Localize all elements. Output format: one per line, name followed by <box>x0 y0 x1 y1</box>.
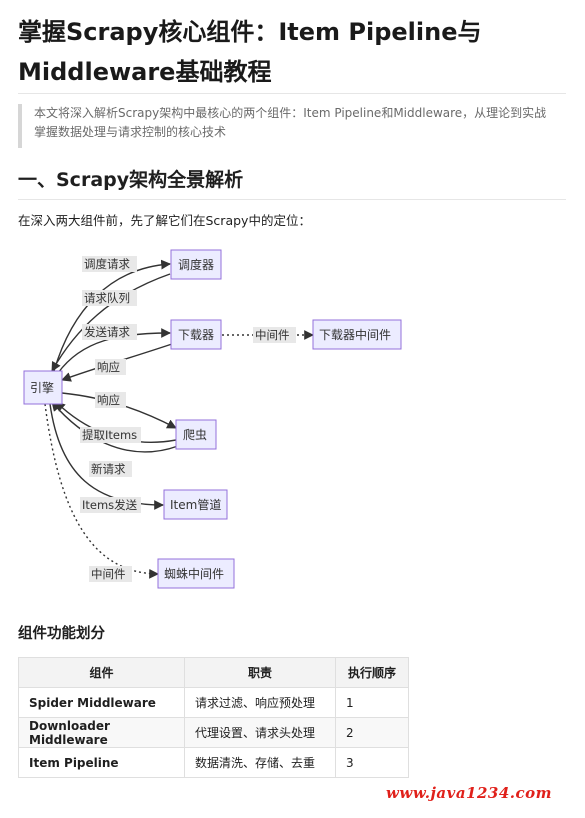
section-heading: 一、Scrapy架构全景解析 <box>18 169 244 191</box>
label-new-request: 新请求 <box>89 461 132 477</box>
svg-text:下载器中间件: 下载器中间件 <box>319 327 391 342</box>
label-schedule-request: 调度请求 <box>82 256 137 272</box>
components-heading: 组件功能划分 <box>18 626 105 642</box>
components-table: 组件 职责 执行顺序 Spider Middleware 请求过滤、响应预处理 … <box>18 657 409 778</box>
svg-text:爬虫: 爬虫 <box>183 428 207 442</box>
svg-text:蜘蛛中间件: 蜘蛛中间件 <box>164 566 224 581</box>
label-middleware-spider: 中间件 <box>89 566 132 582</box>
edge-send-request <box>57 328 171 374</box>
table-header-row: 组件 职责 执行顺序 <box>18 657 409 688</box>
cell-duty: 请求过滤、响应预处理 <box>184 687 336 718</box>
table-row: Downloader Middleware 代理设置、请求头处理 2 <box>18 717 409 748</box>
label-response-to-spider: 响应 <box>95 392 126 408</box>
label-response-back: 响应 <box>95 359 126 375</box>
label-send-items: Items发送 <box>80 497 141 513</box>
cell-order: 2 <box>335 717 409 748</box>
article-summary: 本文将深入解析Scrapy架构中最核心的两个组件：Item Pipeline和M… <box>18 104 554 148</box>
table-row: Item Pipeline 数据清洗、存储、去重 3 <box>18 747 409 778</box>
svg-text:调度器: 调度器 <box>178 257 214 272</box>
cell-duty: 代理设置、请求头处理 <box>184 717 336 748</box>
node-spider-middleware: 蜘蛛中间件 <box>157 558 235 589</box>
edge-new-request <box>51 401 179 453</box>
table-row: Spider Middleware 请求过滤、响应预处理 1 <box>18 687 409 718</box>
node-downloader-middleware: 下载器中间件 <box>312 319 402 350</box>
node-downloader: 下载器 <box>170 319 222 350</box>
label-send-request: 发送请求 <box>82 324 137 340</box>
cell-component: Downloader Middleware <box>18 717 185 748</box>
column-header-component: 组件 <box>18 657 185 688</box>
column-header-duty: 职责 <box>184 657 336 688</box>
svg-text:中间件: 中间件 <box>91 567 126 581</box>
edge-middleware-spider <box>44 403 159 579</box>
svg-text:下载器: 下载器 <box>178 328 214 342</box>
title-divider <box>18 93 566 94</box>
svg-text:提取Items: 提取Items <box>82 428 137 442</box>
column-header-order: 执行顺序 <box>335 657 409 688</box>
label-request-queue: 请求队列 <box>82 290 137 306</box>
svg-text:引擎: 引擎 <box>30 380 54 395</box>
edge-send-items <box>49 403 164 510</box>
svg-text:Item管道: Item管道 <box>170 497 221 512</box>
node-engine: 引擎 <box>23 370 63 405</box>
node-scheduler: 调度器 <box>170 249 222 280</box>
cell-order: 1 <box>335 687 409 718</box>
svg-text:发送请求: 发送请求 <box>84 325 130 339</box>
svg-text:新请求: 新请求 <box>91 462 126 476</box>
cell-component: Item Pipeline <box>18 747 185 778</box>
svg-text:请求队列: 请求队列 <box>84 291 130 305</box>
svg-text:Items发送: Items发送 <box>82 498 138 512</box>
architecture-diagram: 调度请求 请求队列 发送请求 中间件 响应 响应 提取Items 新请求 Ite… <box>23 249 402 589</box>
section-divider <box>18 199 566 200</box>
node-item-pipeline: Item管道 <box>163 489 228 520</box>
article-title: 掌握Scrapy核心组件：Item Pipeline与Middleware基础教… <box>18 18 482 86</box>
svg-text:中间件: 中间件 <box>255 328 290 342</box>
node-spider: 爬虫 <box>175 419 217 450</box>
svg-text:响应: 响应 <box>97 393 120 407</box>
edge-request-queue <box>51 273 171 372</box>
section-intro: 在深入两大组件前，先了解它们在Scrapy中的定位： <box>18 213 311 228</box>
label-extract-items: 提取Items <box>80 427 141 443</box>
svg-text:响应: 响应 <box>97 360 120 374</box>
cell-duty: 数据清洗、存储、去重 <box>184 747 336 778</box>
cell-component: Spider Middleware <box>18 687 185 718</box>
label-middleware-downloader: 中间件 <box>253 327 296 343</box>
cell-order: 3 <box>335 747 409 778</box>
svg-text:调度请求: 调度请求 <box>84 257 130 271</box>
site-watermark: www.java1234.com <box>386 784 553 802</box>
